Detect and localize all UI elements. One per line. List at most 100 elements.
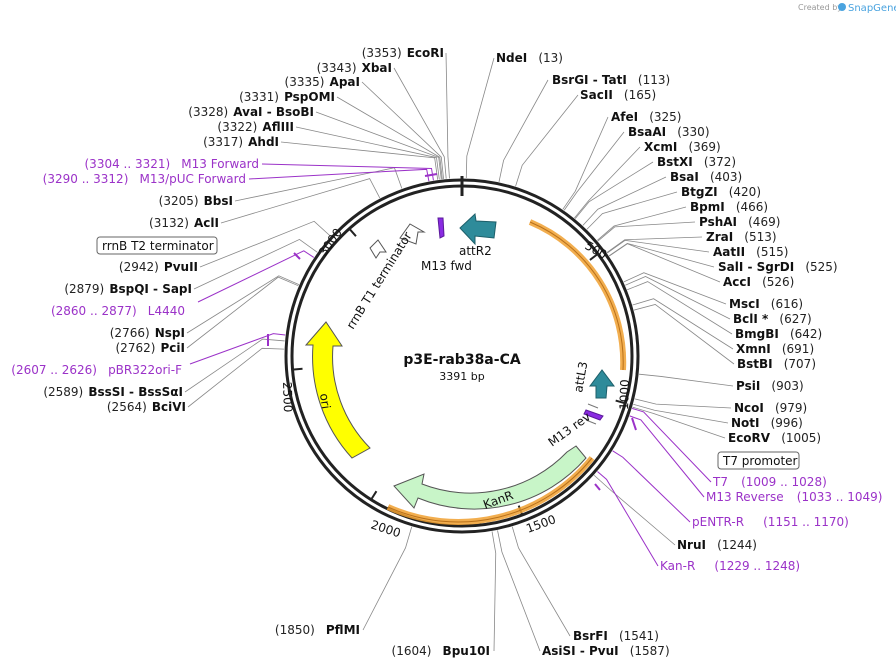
enzyme-label-afliii: (3322) AflIII xyxy=(217,116,294,135)
enzyme-leader-line xyxy=(582,176,667,226)
primer-leader-line xyxy=(248,168,430,182)
enzyme-label-bbsi: (3205) BbsI xyxy=(159,190,233,209)
enzyme-leader-line xyxy=(597,206,687,241)
primer-labels: (3304 .. 3321) M13 Forward (3290 .. 3312… xyxy=(11,157,882,573)
enzyme-label-afei: AfeI (325) xyxy=(611,106,682,125)
enzyme-leader-line xyxy=(491,531,497,652)
enzyme-leader-line xyxy=(606,239,710,254)
enzyme-label-sacii: SacII (165) xyxy=(580,84,656,103)
enzyme-label-bsrfi: BsrFI (1541) xyxy=(573,625,659,644)
plasmid-size: 3391 bp xyxy=(439,370,484,383)
enzyme-label-noti: NotI (996) xyxy=(731,412,803,431)
tick-mark xyxy=(348,228,357,237)
enzyme-leader-line xyxy=(608,242,715,268)
branding-prefix: Created by xyxy=(798,3,842,12)
enzyme-label-btgzi: BtgZI (420) xyxy=(681,181,761,200)
enzyme-leader-line xyxy=(634,398,732,409)
primer-label-m13-reverse: M13 Reverse (1033 .. 1049) xyxy=(706,486,882,505)
enzyme-label-bcli: BclI * (627) xyxy=(733,308,812,327)
feature-arcs xyxy=(267,173,637,525)
enzyme-leader-line xyxy=(199,220,331,268)
enzyme-label-avai: (3328) AvaI - BsoBI xyxy=(188,101,314,120)
enzyme-leader-line xyxy=(597,221,696,242)
rrnb-t1-arrow xyxy=(399,223,426,245)
feature-label-ori: ori xyxy=(317,392,333,409)
enzyme-label-ahdi: (3317) AhdI xyxy=(203,131,279,150)
enzyme-label-acci: AccI (526) xyxy=(723,271,794,290)
primer-label-t7: T7 (1009 .. 1028) xyxy=(712,471,827,490)
enzyme-label-pshai: PshAI (469) xyxy=(699,211,780,230)
tick-label: 1500 xyxy=(524,512,557,536)
enzyme-label-xmni: XmnI (691) xyxy=(736,338,814,357)
enzyme-leader-line xyxy=(187,347,285,408)
primer-leader-line xyxy=(631,407,712,483)
enzyme-label-sali: SalI - SgrDI (525) xyxy=(718,256,838,275)
primer-leader-line xyxy=(189,333,286,365)
primer-leader-line xyxy=(612,450,691,523)
primer-mark-t7 xyxy=(631,417,637,431)
enzyme-label-xcmi: XcmI (369) xyxy=(644,136,721,155)
enzyme-leader-line xyxy=(280,141,439,180)
enzyme-leader-line xyxy=(295,126,440,180)
enzyme-label-bpu10i: (1604) Bpu10I xyxy=(392,640,490,659)
t7-promoter-label: T7 promoter xyxy=(722,454,798,468)
enzyme-leader-line xyxy=(574,146,641,219)
enzyme-leader-line xyxy=(632,406,726,439)
primer-leader-line xyxy=(197,250,315,303)
snapgene-logo-icon xyxy=(838,3,846,11)
enzyme-leader-line xyxy=(515,94,579,187)
enzyme-label-nspi: (2766) NspI xyxy=(110,322,185,341)
enzyme-leader-line xyxy=(606,236,703,253)
enzyme-leader-line xyxy=(234,167,403,202)
enzyme-leader-line xyxy=(511,526,571,637)
enzyme-leader-line xyxy=(336,96,443,180)
enzyme-label-apai: (3335) ApaI xyxy=(285,71,360,90)
enzyme-label-ncoi: NcoI (979) xyxy=(734,397,807,416)
enzyme-labels-left: (3353) EcoRI (3343) XbaI (3335) ApaI (33… xyxy=(43,46,444,414)
primer-label-pbr322ori: (2607 .. 2626) pBR322ori-F xyxy=(11,359,182,378)
enzyme-leader-line xyxy=(632,298,734,350)
enzyme-leader-line xyxy=(445,52,450,179)
primer-mark-kanr xyxy=(594,483,601,491)
orf-arc-bottom-line xyxy=(387,457,593,523)
leader-lines xyxy=(184,52,735,652)
enzyme-label-pflmi: (1850) PflMI xyxy=(275,619,360,638)
enzyme-label-bspqi: (2879) BspQI - SapI xyxy=(64,278,192,297)
orf-arc-top xyxy=(528,219,627,371)
branding-name: SnapGene xyxy=(848,3,896,14)
attr2-arrow xyxy=(459,212,497,246)
enzyme-label-pspomi: (3331) PspOMI xyxy=(239,86,335,105)
enzyme-labels-right: NdeI (13) BsrGI - TatI (113) SacII (165)… xyxy=(496,51,838,552)
orf-arc-top-line xyxy=(529,221,624,371)
tick-mark xyxy=(292,367,303,371)
enzyme-label-bsssi: (2589) BssSI - BssSαI xyxy=(43,381,183,400)
enzyme-leader-line xyxy=(184,338,285,393)
enzyme-leader-line xyxy=(186,275,300,334)
enzyme-label-bstbi: BstBI (707) xyxy=(737,353,816,372)
attl3-arrow xyxy=(589,369,615,399)
feature-label-attl3: attL3 xyxy=(571,360,590,393)
enzyme-leader-line xyxy=(361,81,444,179)
primer-mark-l4440 xyxy=(293,252,301,260)
enzyme-leader-line xyxy=(563,131,625,211)
enzyme-leader-line xyxy=(497,530,541,652)
primer-label-m13puc-forward: (3290 .. 3312) M13/pUC Forward xyxy=(43,168,246,187)
enzyme-leader-line xyxy=(186,276,299,349)
branding: Created by SnapGene xyxy=(798,3,896,14)
enzyme-label-bmgbi: BmgBI (642) xyxy=(735,323,822,342)
plasmid-name: p3E-rab38a-CA xyxy=(403,352,521,368)
enzyme-label-ecorv: EcoRV (1005) xyxy=(728,427,821,446)
enzyme-label-bpmi: BpmI (466) xyxy=(690,196,768,215)
feature-label-m13rev: M13 rev xyxy=(546,410,594,450)
primer-leader-line xyxy=(629,415,705,498)
feature-label-kanr: KanR xyxy=(481,488,515,512)
rrnb-t2-arrow xyxy=(369,239,387,259)
tick-label: 3000 xyxy=(316,226,345,259)
enzyme-label-xbai: (3343) XbaI xyxy=(317,57,392,76)
tick-mark xyxy=(370,490,378,501)
enzyme-label-pvuii: (2942) PvuII xyxy=(119,256,198,275)
enzyme-leader-line xyxy=(625,276,731,320)
tick-mark xyxy=(589,253,599,261)
enzyme-leader-line xyxy=(193,238,318,290)
m13-fwd-mark xyxy=(437,217,445,239)
